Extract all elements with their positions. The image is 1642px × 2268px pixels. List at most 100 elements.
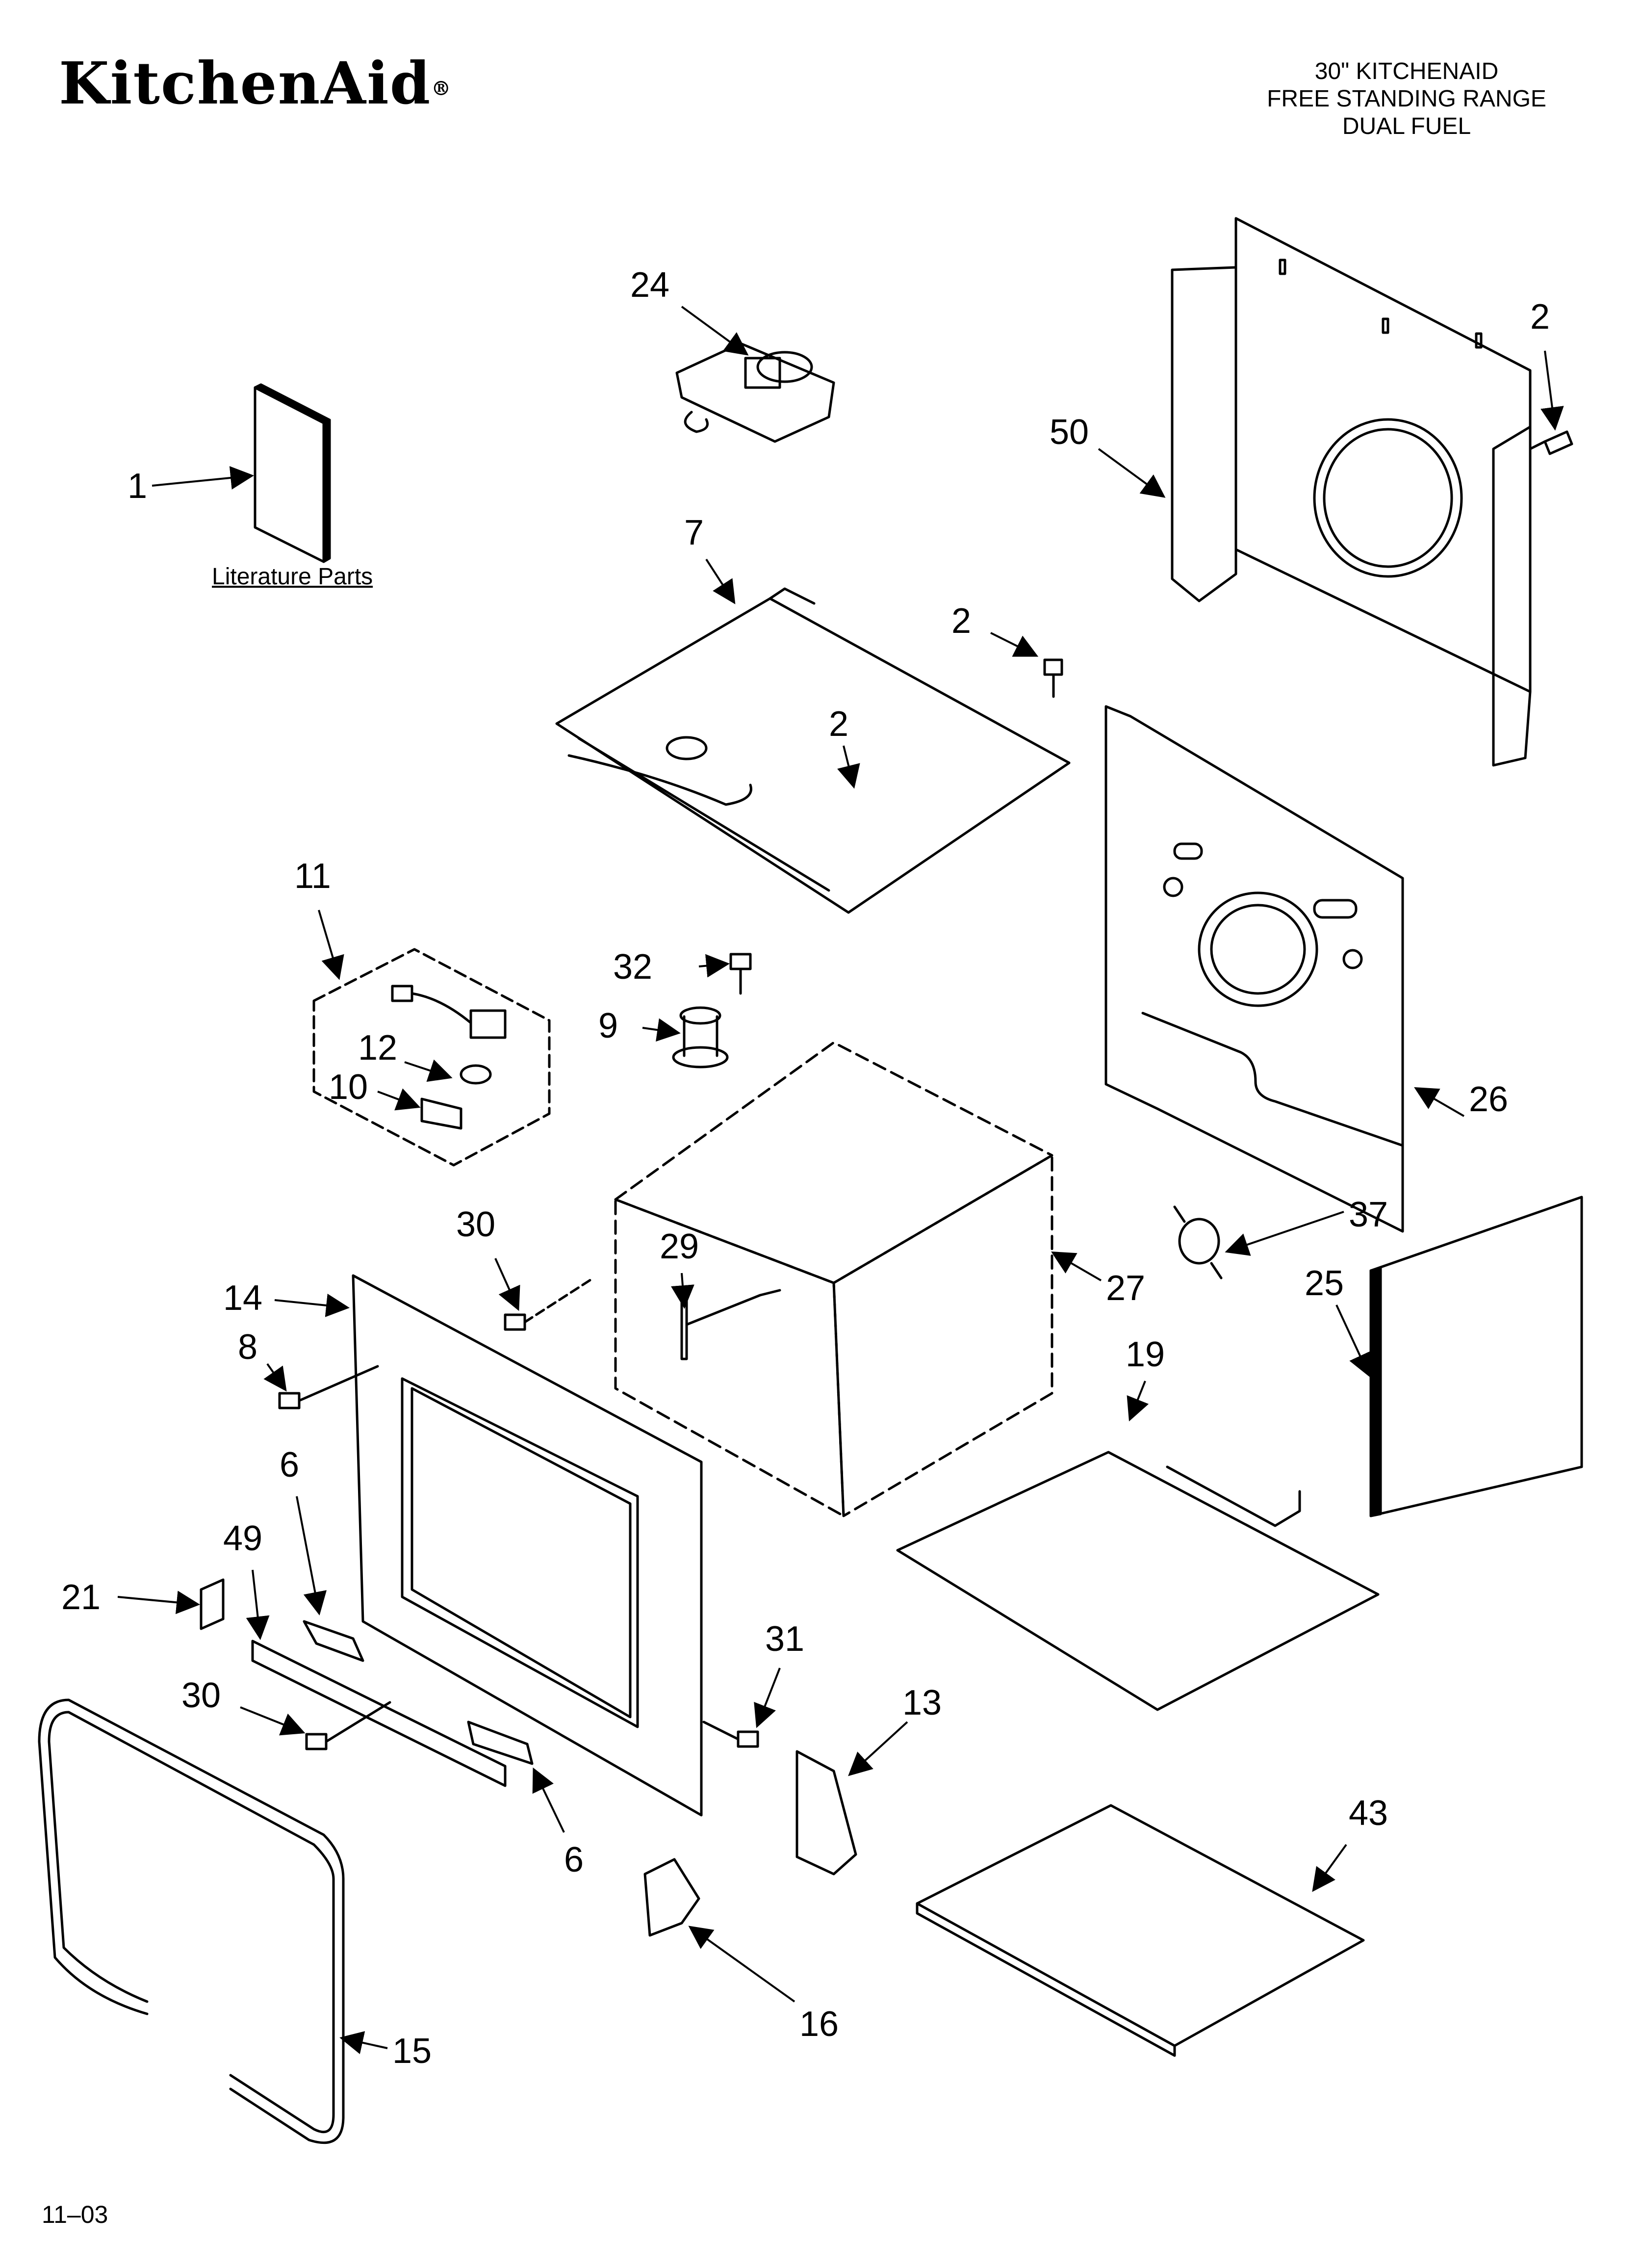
callout-number: 6 xyxy=(280,1445,299,1485)
literature-booklet-part xyxy=(254,383,331,563)
screw-part xyxy=(305,1701,391,1750)
callout-number: 10 xyxy=(329,1068,368,1107)
screw-part xyxy=(702,1721,759,1748)
leader-line xyxy=(318,910,344,980)
oven-bottom-part xyxy=(896,1451,1380,1711)
trim-bar-part xyxy=(251,1640,507,1787)
leader-line xyxy=(152,466,254,490)
model-header-line3: DUAL FUEL xyxy=(1342,113,1471,139)
model-header-line1: 30" KITCHENAID xyxy=(1314,58,1499,84)
callout-number: 2 xyxy=(951,601,971,641)
callout-number: 29 xyxy=(660,1227,699,1266)
callout-number: 30 xyxy=(181,1676,221,1715)
side-panel-part xyxy=(1369,1196,1583,1517)
callout-number: 11 xyxy=(294,857,331,896)
revision-code: 11–03 xyxy=(42,2201,108,2228)
front-frame-part xyxy=(352,1274,703,1817)
spacer-part xyxy=(303,1620,534,1765)
screw-part xyxy=(278,1365,379,1409)
hinge-bracket-part xyxy=(643,1858,700,1937)
leader-line xyxy=(642,1018,681,1042)
hinge-bracket-part xyxy=(795,1750,857,1876)
leader-line xyxy=(1098,448,1166,498)
callout-number: 19 xyxy=(1126,1335,1165,1374)
callout-number: 6 xyxy=(564,1840,584,1879)
leader-line xyxy=(1414,1087,1465,1117)
callout-number: 27 xyxy=(1106,1269,1145,1308)
screw-part xyxy=(729,953,752,995)
callout-number: 14 xyxy=(223,1278,262,1318)
callout-number: 13 xyxy=(902,1683,942,1722)
literature-parts-label: Literature Parts xyxy=(212,564,373,590)
callout-number: 32 xyxy=(613,947,652,987)
callout-number: 37 xyxy=(1349,1195,1388,1234)
leader-line xyxy=(671,1273,694,1309)
rear-panel-part xyxy=(1171,217,1532,767)
callout-number: 1 xyxy=(128,467,147,506)
leader-line xyxy=(1127,1381,1149,1422)
leader-line xyxy=(1335,1304,1371,1378)
light-lens-part xyxy=(420,1097,462,1130)
screw-part xyxy=(1529,430,1573,455)
leader-line xyxy=(705,558,736,604)
leader-line xyxy=(754,1668,781,1728)
callout-number: 9 xyxy=(598,1006,618,1045)
top-frame-part xyxy=(555,587,1071,914)
leader-line xyxy=(296,1496,327,1616)
leader-line xyxy=(848,1721,908,1776)
leader-line xyxy=(246,1569,270,1640)
registered-mark: ® xyxy=(431,77,452,100)
leader-line xyxy=(339,2031,388,2055)
callout-number: 24 xyxy=(630,265,669,305)
model-header: 30" KITCHENAID FREE STANDING RANGE DUAL … xyxy=(1235,58,1578,140)
oven-cavity-part xyxy=(614,1041,1053,1517)
callout-number: 26 xyxy=(1469,1080,1508,1119)
leader-line xyxy=(1225,1211,1344,1256)
oven-front-frame-part xyxy=(1104,705,1404,1233)
leader-line xyxy=(240,1706,306,1736)
callout-number: 31 xyxy=(765,1619,804,1659)
vent-tube-part xyxy=(672,1006,729,1069)
leader-line xyxy=(377,1088,421,1111)
light-socket-part xyxy=(391,985,507,1039)
leader-line xyxy=(263,1363,287,1392)
leader-line xyxy=(698,954,730,978)
callout-number: 15 xyxy=(392,2032,432,2071)
door-gasket-part xyxy=(38,1698,345,2144)
base-pan-part xyxy=(916,1804,1365,2057)
switch-assembly-part xyxy=(675,342,835,443)
leader-line xyxy=(681,306,749,356)
model-header-line2: FREE STANDING RANGE xyxy=(1267,86,1546,112)
leader-line xyxy=(117,1590,200,1615)
callout-number: 16 xyxy=(799,2005,839,2044)
leader-line xyxy=(274,1294,350,1317)
brand-logo: KitchenAid® xyxy=(59,49,452,117)
leader-line xyxy=(404,1059,453,1082)
leader-line xyxy=(688,1926,795,2003)
leader-line xyxy=(532,1767,565,1833)
leader-line xyxy=(837,745,860,789)
callout-number: 2 xyxy=(829,704,848,744)
callout-number: 49 xyxy=(223,1519,262,1558)
callout-number: 25 xyxy=(1305,1264,1344,1303)
callout-number: 8 xyxy=(238,1328,257,1367)
screw-part xyxy=(1043,658,1063,698)
screw-part xyxy=(504,1277,595,1331)
thermal-fuse-part xyxy=(1173,1205,1223,1279)
leader-line xyxy=(1051,1251,1102,1281)
callout-number: 43 xyxy=(1349,1794,1388,1833)
leader-line xyxy=(1312,1844,1347,1892)
callout-number: 12 xyxy=(358,1028,397,1068)
brand-logo-text: KitchenAid xyxy=(59,49,432,117)
callout-number: 2 xyxy=(1530,297,1550,337)
callout-number: 30 xyxy=(456,1205,495,1244)
leader-line xyxy=(494,1258,520,1311)
leader-line xyxy=(990,632,1039,657)
callout-number: 7 xyxy=(684,513,704,552)
light-assembly-part xyxy=(312,948,551,1167)
callout-number: 50 xyxy=(1050,413,1089,452)
oven-sensor-part xyxy=(680,1289,781,1360)
callout-number: 21 xyxy=(61,1578,101,1617)
light-bulb-part xyxy=(460,1064,492,1085)
